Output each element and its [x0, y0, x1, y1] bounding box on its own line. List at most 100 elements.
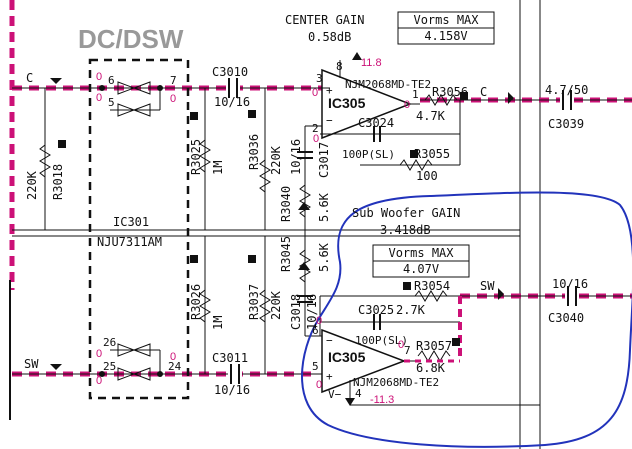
- r3018-pad: [58, 140, 66, 148]
- opamp-top: [305, 60, 420, 140]
- r3055-label: R3055: [414, 147, 450, 161]
- r3018-value: 220K: [25, 170, 39, 200]
- pin-7: 7: [170, 74, 177, 87]
- r3055-value: 100: [416, 169, 438, 183]
- bot-supply-arrow: [345, 398, 355, 406]
- r3036-zigzag: [259, 159, 271, 193]
- r3037-label: R3037: [247, 284, 261, 320]
- r3026-zigzag: [199, 289, 211, 323]
- c3018-label: C3018: [289, 294, 303, 330]
- sub-vorms-value: 4.07V: [403, 262, 439, 276]
- bot-pin-6: 6: [312, 324, 319, 337]
- r3040-zigzag: [299, 184, 311, 218]
- bot-minus: −: [326, 334, 333, 347]
- sub-gain-title: Sub Woofer GAIN: [352, 206, 460, 220]
- volt-0-i: 0: [404, 99, 410, 111]
- pin-24: 24: [168, 360, 182, 373]
- net-c-right: C: [480, 85, 487, 99]
- r3025-label: R3025: [189, 139, 203, 175]
- ic305-top-name: IC305: [328, 95, 366, 111]
- r3055-pad: [410, 150, 418, 158]
- r3040-value: 5.6K: [317, 192, 331, 222]
- c3010-label: C3010: [212, 65, 248, 79]
- c-output-arrow: [508, 92, 514, 104]
- sw-net-arrow: [50, 364, 62, 370]
- c3024-label: C3024: [358, 116, 394, 130]
- r3037-zigzag: [259, 289, 271, 323]
- top-pin-1: 1: [412, 88, 419, 101]
- c3024-value: 100P(SL): [342, 148, 395, 161]
- volt-0-l: 0: [398, 339, 404, 351]
- r3057-label: R3057: [416, 339, 452, 353]
- top-pin-2: 2: [312, 122, 319, 135]
- pin-6: 6: [108, 74, 115, 87]
- ic301-part: NJU7311AM: [97, 235, 162, 249]
- c3017-symbol: [297, 151, 313, 159]
- r3057-zigzag: [417, 350, 451, 362]
- volt-0-k: 0: [316, 315, 322, 327]
- r3045-label: R3045: [279, 236, 293, 272]
- r3036-value: 220K: [269, 145, 283, 175]
- r3054-zigzag: [414, 290, 448, 302]
- volt-minus: -11.3: [370, 394, 394, 406]
- r3025-zigzag: [199, 139, 211, 173]
- c3040-label: C3040: [548, 311, 584, 325]
- r3057-pad: [452, 338, 460, 346]
- c-net-arrow: [50, 78, 62, 84]
- c3010-symbol: [226, 78, 240, 98]
- r3026-label: R3026: [189, 284, 203, 320]
- center-vorms-value: 4.158V: [424, 29, 467, 43]
- volt-0-g: 0: [312, 87, 318, 99]
- r3054-value: 2.7K: [396, 303, 426, 317]
- sw-output-arrow: [498, 288, 504, 300]
- c3039-value: 4.7/50: [545, 83, 588, 97]
- c3040-symbol: [565, 286, 579, 306]
- r3045-zigzag: [299, 249, 311, 283]
- r3054-label: R3054: [414, 279, 450, 293]
- net-sw-left: SW: [24, 357, 39, 371]
- r3056-zigzag: [424, 94, 458, 106]
- c3011-label: C3011: [212, 351, 248, 365]
- volt-0-h: 0: [313, 133, 319, 145]
- r3056-value: 4.7K: [416, 109, 446, 123]
- r3056-pad: [460, 92, 468, 100]
- r3018-zigzag: [39, 144, 51, 178]
- c3011-value: 10/16: [214, 383, 250, 397]
- sub-gain-db: 3.418dB: [380, 223, 431, 237]
- block-title: DC/DSW: [78, 24, 184, 54]
- r3040-label: R3040: [279, 186, 293, 222]
- c3024-symbol: [373, 126, 381, 142]
- bot-plus: +: [326, 370, 333, 383]
- r3056-label: R3056: [432, 85, 468, 99]
- r3055-zigzag: [399, 159, 433, 171]
- bot-pin-5: 5: [312, 360, 319, 373]
- c3018-symbol: [297, 295, 313, 303]
- ic305-bot-name: IC305: [328, 349, 366, 365]
- bot-pin-7: 7: [404, 344, 411, 357]
- top-supply-arrow: [352, 52, 362, 60]
- r3037-pad: [248, 255, 256, 263]
- ic305-top-part: NJM2068MD-TE2: [345, 78, 431, 91]
- annotation-loop: [301, 191, 632, 448]
- switch-top: [99, 81, 163, 117]
- volt-plus: 11.8: [361, 57, 382, 69]
- r3025-value: 1M: [211, 161, 225, 175]
- c3040-value: 10/16: [552, 277, 588, 291]
- sub-vorms-label: Vorms MAX: [388, 246, 454, 260]
- net-sw-right: SW: [480, 279, 495, 293]
- center-vorms-value-box: [397, 27, 495, 45]
- net-c-left: C: [26, 71, 33, 85]
- r3036-label: R3036: [247, 134, 261, 170]
- bot-pin-4: 4: [355, 387, 362, 400]
- c3011-symbol: [228, 364, 242, 384]
- r3026-value: 1M: [211, 316, 225, 330]
- r3036-pad: [248, 110, 256, 118]
- r3026-pad: [190, 255, 198, 263]
- r3057-value: 6.8K: [416, 361, 446, 375]
- top-plus: +: [326, 84, 333, 97]
- volt-0-j: 0: [316, 379, 322, 391]
- ic301-name: IC301: [113, 215, 149, 229]
- r3025-pad: [190, 112, 198, 120]
- r3040-arrow: [298, 202, 310, 210]
